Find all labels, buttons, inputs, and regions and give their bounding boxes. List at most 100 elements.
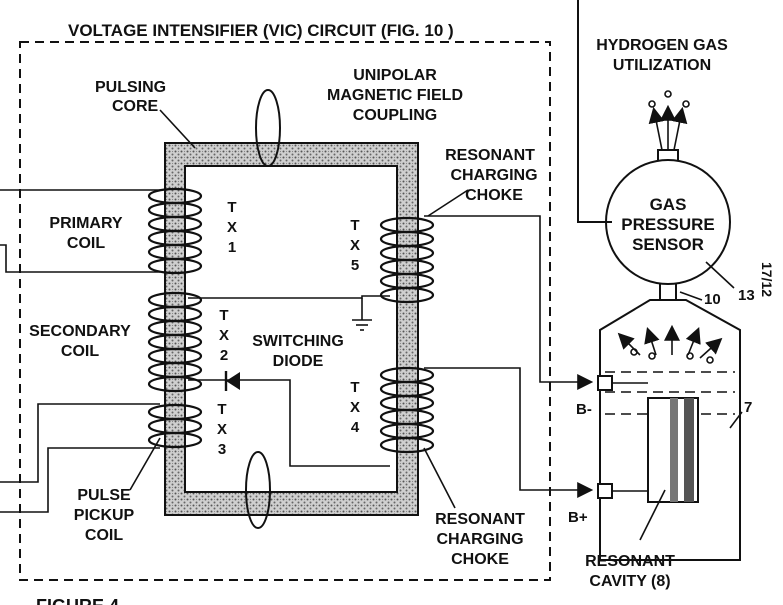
- pulsing-core: [164, 142, 419, 516]
- leader-10: [679, 291, 703, 301]
- switching-diode-symbol: [224, 371, 240, 391]
- svg-text:CHARGING: CHARGING: [450, 167, 537, 184]
- svg-text:PRESSURE: PRESSURE: [621, 215, 715, 234]
- label-switching-diode: SWITCHING DIODE: [252, 333, 344, 370]
- label-hydrogen-gas: HYDROGEN GAS UTILIZATION: [596, 37, 728, 74]
- resonant-choke-coil-tx5: [379, 216, 435, 304]
- sensor-neck: [657, 149, 679, 160]
- svg-text:T: T: [350, 379, 359, 396]
- label-secondary-coil: SECONDARY COIL: [29, 323, 131, 360]
- svg-text:X: X: [350, 399, 360, 416]
- resonant-cavity-vessel: [599, 299, 741, 561]
- svg-text:COIL: COIL: [67, 235, 105, 252]
- label-tx2: T X 2: [219, 307, 229, 364]
- svg-text:COIL: COIL: [85, 527, 123, 544]
- svg-text:COIL: COIL: [61, 343, 99, 360]
- pickup-lead-2: [0, 447, 160, 513]
- svg-text:SENSOR: SENSOR: [632, 235, 704, 254]
- svg-text:UTILIZATION: UTILIZATION: [613, 57, 711, 74]
- b-plus-terminal: [597, 483, 613, 499]
- svg-text:MAGNETIC FIELD: MAGNETIC FIELD: [327, 87, 463, 104]
- label-tx1: T X 1: [227, 199, 237, 256]
- label-gas-pressure-sensor: GAS PRESSURE SENSOR: [621, 195, 715, 254]
- svg-text:X: X: [350, 237, 360, 254]
- secondary-top-wire: [188, 295, 390, 299]
- svg-text:DIODE: DIODE: [273, 353, 324, 370]
- label-ref-7: 7: [744, 399, 752, 416]
- svg-text:5: 5: [351, 257, 359, 274]
- svg-text:GAS: GAS: [650, 195, 687, 214]
- label-pulse-pickup: PULSE PICKUP COIL: [74, 487, 135, 544]
- gas-pressure-sensor: [605, 159, 731, 285]
- diagram-title: VOLTAGE INTENSIFIER (VIC) CIRCUIT (FIG. …: [68, 21, 454, 40]
- unipolar-coupling-ring-bottom: [245, 451, 271, 529]
- svg-text:CHOKE: CHOKE: [451, 551, 509, 568]
- svg-text:PULSING: PULSING: [95, 79, 166, 96]
- svg-text:PICKUP: PICKUP: [74, 507, 135, 524]
- gas-bubbles: [617, 324, 723, 364]
- hydrogen-line: [577, 0, 612, 223]
- label-ref-13: 13: [738, 287, 755, 304]
- pickup-lead-1: [0, 403, 160, 483]
- svg-text:2: 2: [220, 347, 228, 364]
- svg-text:HYDROGEN GAS: HYDROGEN GAS: [596, 37, 728, 54]
- resonant-choke-coil-tx4: [379, 366, 435, 454]
- figure-caption: FIGURE 4: [36, 596, 119, 605]
- label-ref-10: 10: [704, 291, 721, 308]
- pulse-pickup-coil-tx3: [147, 403, 203, 449]
- leader-pulsing-core: [159, 109, 196, 149]
- svg-text:SWITCHING: SWITCHING: [252, 333, 344, 350]
- ground-symbol: [352, 319, 372, 331]
- b-minus-terminal: [597, 375, 613, 391]
- choke-bottom-output-wire: [424, 367, 594, 498]
- secondary-coil-tx2: [147, 291, 203, 393]
- primary-lead-bottom: [0, 244, 160, 273]
- choke-top-output-wire: [424, 215, 594, 390]
- vic-enclosure: [19, 41, 551, 581]
- page-number: 17/12: [759, 262, 775, 297]
- svg-text:T: T: [217, 401, 226, 418]
- label-pulsing-core: PULSING CORE: [95, 79, 166, 115]
- label-b-plus: B+: [568, 509, 588, 526]
- svg-text:RESONANT: RESONANT: [435, 511, 525, 528]
- svg-text:CHARGING: CHARGING: [436, 531, 523, 548]
- svg-text:X: X: [217, 421, 227, 438]
- label-primary-coil: PRIMARY COIL: [49, 215, 123, 252]
- svg-text:CHOKE: CHOKE: [465, 187, 523, 204]
- label-tx4: T X 4: [350, 379, 360, 436]
- svg-text:T: T: [227, 199, 236, 216]
- svg-text:PULSE: PULSE: [77, 487, 131, 504]
- gas-out-arrows: [648, 90, 690, 151]
- terminal-wires: [612, 382, 648, 492]
- leader-choke-top: [427, 189, 469, 217]
- svg-text:1: 1: [228, 239, 236, 256]
- svg-text:CORE: CORE: [112, 98, 159, 115]
- svg-text:COUPLING: COUPLING: [353, 107, 437, 124]
- svg-text:RESONANT: RESONANT: [445, 147, 535, 164]
- svg-text:X: X: [227, 219, 237, 236]
- label-b-minus: B-: [576, 401, 592, 418]
- leader-cavity: [639, 489, 666, 541]
- svg-text:CAVITY (8): CAVITY (8): [589, 573, 670, 590]
- svg-text:T: T: [219, 307, 228, 324]
- label-tx5: T X 5: [350, 217, 360, 274]
- label-resonant-choke-bottom: RESONANT CHARGING CHOKE: [435, 511, 525, 568]
- svg-text:PRIMARY: PRIMARY: [49, 215, 123, 232]
- svg-text:RESONANT: RESONANT: [585, 553, 675, 570]
- svg-text:3: 3: [218, 441, 226, 458]
- label-resonant-cavity: RESONANT CAVITY (8): [585, 553, 675, 590]
- sensor-output-line: [659, 284, 677, 300]
- leader-13: [705, 261, 735, 289]
- svg-text:4: 4: [351, 419, 360, 436]
- leader-pickup: [129, 437, 161, 491]
- label-unipolar: UNIPOLAR MAGNETIC FIELD COUPLING: [327, 67, 463, 124]
- svg-text:SECONDARY: SECONDARY: [29, 323, 131, 340]
- svg-text:X: X: [219, 327, 229, 344]
- primary-coil-tx1: [147, 187, 203, 275]
- svg-text:UNIPOLAR: UNIPOLAR: [353, 67, 437, 84]
- electrode-plates: [647, 397, 699, 503]
- unipolar-coupling-ring-top: [255, 89, 281, 167]
- leader-7: [729, 411, 743, 429]
- leader-choke-bottom: [423, 447, 456, 509]
